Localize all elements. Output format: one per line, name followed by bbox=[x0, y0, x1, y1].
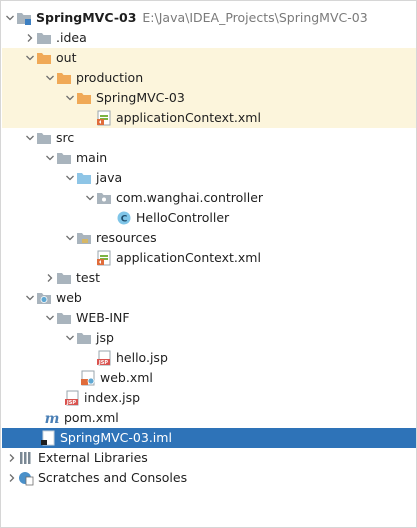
tree-label: test bbox=[76, 270, 101, 285]
tree-label: applicationContext.xml bbox=[116, 250, 261, 265]
module-folder-icon bbox=[16, 10, 32, 26]
tree-label: out bbox=[56, 50, 77, 65]
spring-xml-icon bbox=[96, 250, 112, 266]
tree-label: External Libraries bbox=[38, 450, 148, 465]
tree-node-res-appctx[interactable]: applicationContext.xml bbox=[2, 248, 416, 268]
tree-label: HelloController bbox=[136, 210, 230, 225]
excluded-folder-icon bbox=[56, 70, 72, 86]
tree-label: pom.xml bbox=[64, 410, 119, 425]
tree-node-external-libraries[interactable]: External Libraries bbox=[2, 448, 416, 468]
chevron-down-icon[interactable] bbox=[24, 48, 36, 68]
tree-node-idea[interactable]: .idea bbox=[2, 28, 416, 48]
tree-node-web-xml[interactable]: web.xml bbox=[2, 368, 416, 388]
tree-node-resources[interactable]: resources bbox=[2, 228, 416, 248]
tree-node-java[interactable]: java bbox=[2, 168, 416, 188]
tree-label: main bbox=[76, 150, 108, 165]
tree-label: .idea bbox=[56, 30, 87, 45]
jsp-file-icon: JSP bbox=[96, 350, 112, 366]
tree-label: SpringMVC-03.iml bbox=[60, 430, 172, 445]
chevron-down-icon[interactable] bbox=[44, 308, 56, 328]
tree-label: jsp bbox=[96, 330, 114, 345]
tree-node-jsp-dir[interactable]: jsp bbox=[2, 328, 416, 348]
tree-node-webinf[interactable]: WEB-INF bbox=[2, 308, 416, 328]
tree-node-main[interactable]: main bbox=[2, 148, 416, 168]
svg-text:JSP: JSP bbox=[98, 360, 108, 366]
tree-node-package[interactable]: com.wanghai.controller bbox=[2, 188, 416, 208]
folder-icon bbox=[36, 130, 52, 146]
tree-node-index-jsp[interactable]: JSP index.jsp bbox=[2, 388, 416, 408]
chevron-right-icon[interactable] bbox=[44, 268, 56, 288]
svg-text:C: C bbox=[121, 215, 128, 225]
tree-label: com.wanghai.controller bbox=[116, 190, 264, 205]
chevron-down-icon[interactable] bbox=[64, 168, 76, 188]
tree-label: production bbox=[76, 70, 144, 85]
tree-node-project-root[interactable]: SpringMVC-03 E:\Java\IDEA_Projects\Sprin… bbox=[2, 8, 416, 28]
excluded-folder-icon bbox=[36, 50, 52, 66]
tree-node-scratches[interactable]: Scratches and Consoles bbox=[2, 468, 416, 488]
tree-node-src[interactable]: src bbox=[2, 128, 416, 148]
tree-node-hello-jsp[interactable]: JSP hello.jsp bbox=[2, 348, 416, 368]
web-xml-icon bbox=[80, 370, 96, 386]
chevron-right-icon[interactable] bbox=[6, 448, 18, 468]
chevron-down-icon[interactable] bbox=[24, 128, 36, 148]
project-path: E:\Java\IDEA_Projects\SpringMVC-03 bbox=[142, 10, 368, 25]
tree-label: web.xml bbox=[100, 370, 153, 385]
tree-label: web bbox=[56, 290, 82, 305]
tree-label: Scratches and Consoles bbox=[38, 470, 188, 485]
scratches-icon bbox=[18, 470, 34, 486]
folder-icon bbox=[56, 270, 72, 286]
tree-label: resources bbox=[96, 230, 157, 245]
tree-node-production[interactable]: production bbox=[2, 68, 416, 88]
folder-icon bbox=[36, 30, 52, 46]
tree-node-test[interactable]: test bbox=[2, 268, 416, 288]
tree-node-iml[interactable]: SpringMVC-03.iml bbox=[2, 428, 416, 448]
chevron-down-icon[interactable] bbox=[44, 68, 56, 88]
chevron-right-icon[interactable] bbox=[6, 468, 18, 488]
excluded-folder-icon bbox=[76, 90, 92, 106]
chevron-down-icon[interactable] bbox=[4, 8, 16, 28]
spring-xml-icon bbox=[96, 110, 112, 126]
folder-icon bbox=[76, 330, 92, 346]
iml-file-icon bbox=[40, 430, 56, 446]
svg-text:m: m bbox=[45, 411, 60, 426]
chevron-right-icon[interactable] bbox=[24, 28, 36, 48]
tree-label: applicationContext.xml bbox=[116, 110, 261, 125]
chevron-down-icon[interactable] bbox=[24, 288, 36, 308]
maven-icon: m bbox=[44, 410, 60, 426]
chevron-down-icon[interactable] bbox=[64, 88, 76, 108]
tree-node-web[interactable]: web bbox=[2, 288, 416, 308]
jsp-file-icon: JSP bbox=[64, 390, 80, 406]
folder-icon bbox=[56, 310, 72, 326]
tree-node-pom[interactable]: m pom.xml bbox=[2, 408, 416, 428]
chevron-down-icon[interactable] bbox=[64, 328, 76, 348]
tree-label: WEB-INF bbox=[76, 310, 130, 325]
tree-label: java bbox=[96, 170, 123, 185]
tree-label: index.jsp bbox=[84, 390, 141, 405]
chevron-down-icon[interactable] bbox=[64, 228, 76, 248]
folder-icon bbox=[56, 150, 72, 166]
tree-label: SpringMVC-03 bbox=[96, 90, 185, 105]
package-icon bbox=[96, 190, 112, 206]
tree-node-out[interactable]: out bbox=[2, 48, 416, 68]
tree-node-out-module[interactable]: SpringMVC-03 bbox=[2, 88, 416, 108]
svg-text:JSP: JSP bbox=[66, 400, 76, 406]
tree-node-hello-controller[interactable]: C HelloController bbox=[2, 208, 416, 228]
source-folder-icon bbox=[76, 170, 92, 186]
web-module-icon bbox=[36, 290, 52, 306]
resources-folder-icon bbox=[76, 230, 92, 246]
libraries-icon bbox=[18, 450, 34, 466]
chevron-down-icon[interactable] bbox=[44, 148, 56, 168]
class-icon: C bbox=[116, 210, 132, 226]
tree-node-out-appctx[interactable]: applicationContext.xml bbox=[2, 108, 416, 128]
tree-label: hello.jsp bbox=[116, 350, 168, 365]
tree-label: src bbox=[56, 130, 75, 145]
chevron-down-icon[interactable] bbox=[84, 188, 96, 208]
project-name: SpringMVC-03 bbox=[36, 10, 137, 25]
